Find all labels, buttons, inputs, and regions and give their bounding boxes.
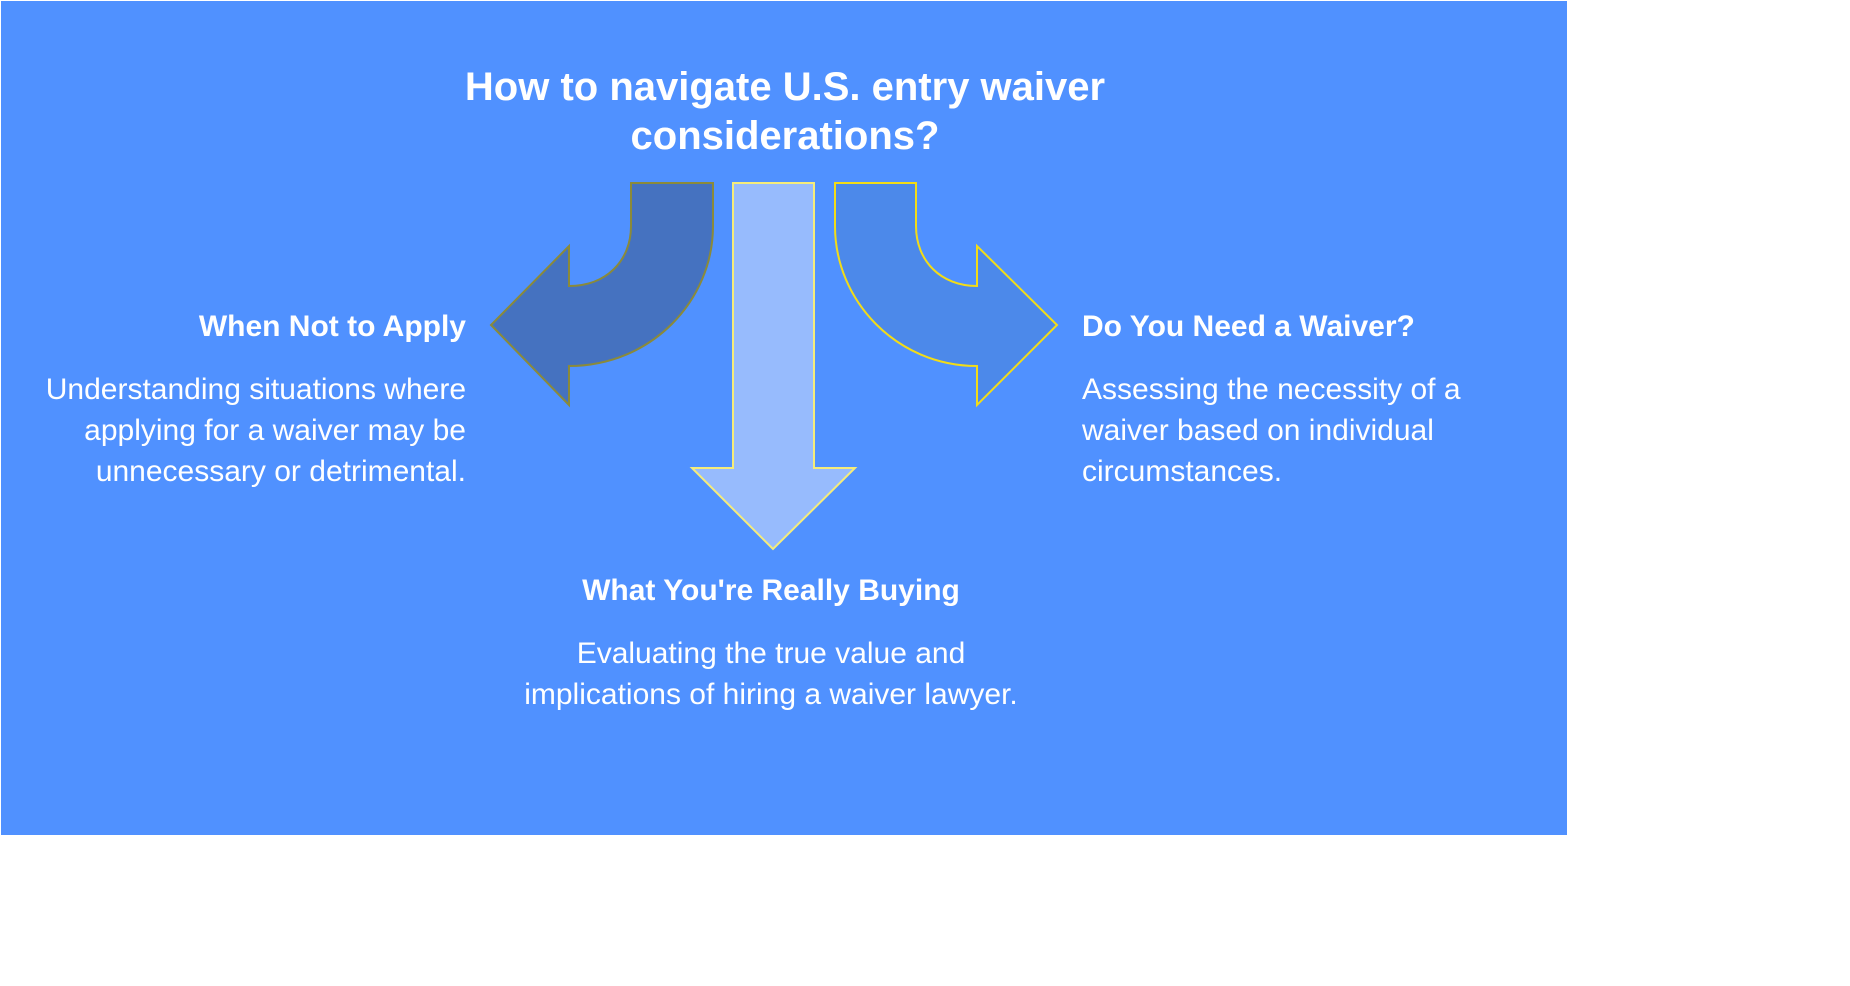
branch-center-description: Evaluating the true value and implicatio… (524, 637, 1018, 711)
branch-right-heading: Do You Need a Waiver? (1082, 310, 1415, 343)
branch-left-description: Understanding situations where applying … (45, 373, 466, 488)
right-curved-arrow-icon (834, 182, 1059, 408)
down-arrow-icon (689, 182, 858, 551)
branch-center: What You're Really Buying Evaluating the… (521, 573, 1021, 715)
diagram-title: How to navigate U.S. entry waiver consid… (464, 65, 1106, 158)
left-curved-arrow-icon (489, 182, 714, 408)
branch-right-description: Assessing the necessity of a waiver base… (1082, 373, 1461, 488)
branch-center-heading: What You're Really Buying (582, 574, 960, 607)
branch-left-heading: When Not to Apply (198, 310, 466, 343)
branch-right: Do You Need a Waiver? Assessing the nece… (1082, 309, 1532, 492)
arrows-graphic (489, 182, 1059, 551)
diagram-canvas: How to navigate U.S. entry waiver consid… (1, 1, 1567, 835)
branch-left: When Not to Apply Understanding situatio… (31, 309, 466, 492)
